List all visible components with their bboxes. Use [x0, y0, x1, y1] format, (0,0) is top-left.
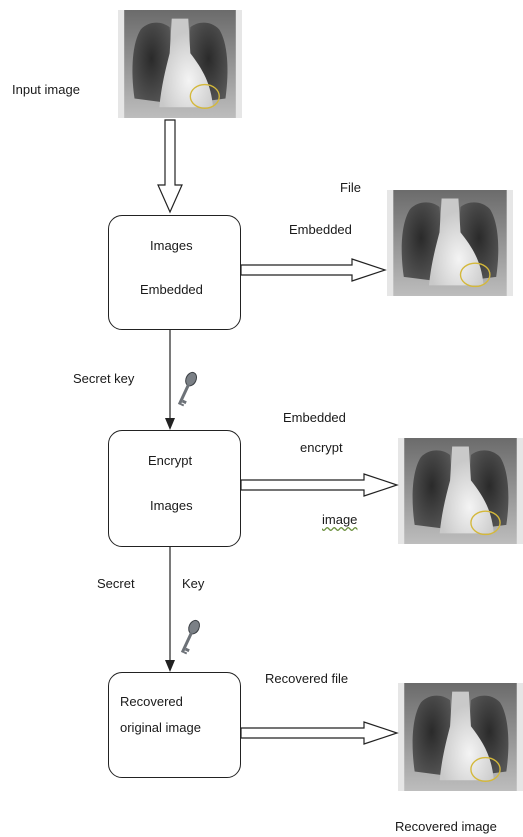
recovered-image-label: Recovered image — [395, 819, 497, 834]
secret-label: Secret — [97, 576, 135, 591]
recovered-original-line2: original image — [120, 720, 201, 735]
key-label: Key — [182, 576, 205, 591]
key-icon — [177, 371, 198, 407]
encrypt-images-line2: Images — [150, 498, 193, 513]
encrypt-images-line1: Encrypt — [148, 453, 193, 468]
embedded-label: Embedded — [289, 222, 352, 237]
hollow-right-arrow-1 — [240, 258, 387, 282]
hollow-right-arrow-3 — [240, 721, 399, 745]
recovered-xray-image — [398, 683, 523, 791]
file-label: File — [340, 180, 361, 195]
images-embedded-line2: Embedded — [140, 282, 203, 297]
key-icon — [180, 619, 201, 655]
embedded-encrypt-label-3: image — [322, 512, 358, 527]
hollow-down-arrow — [157, 119, 183, 214]
secret-key-label: Secret key — [73, 371, 135, 386]
embedded-encrypt-label-2: encrypt — [300, 440, 343, 455]
recovered-original-box — [108, 672, 241, 778]
embedded-encrypt-label-1: Embedded — [283, 410, 346, 425]
embedded-encrypt-xray-image — [398, 438, 523, 544]
recovered-file-label: Recovered file — [265, 671, 349, 686]
hollow-right-arrow-2 — [240, 473, 399, 497]
images-embedded-line1: Images — [150, 238, 193, 253]
file-embedded-xray-image — [387, 190, 513, 296]
images-embedded-box — [108, 215, 241, 330]
input-image-label: Input image — [12, 82, 80, 97]
recovered-original-line1: Recovered — [120, 694, 183, 709]
input-xray-image — [118, 10, 242, 118]
encrypt-images-box — [108, 430, 241, 547]
